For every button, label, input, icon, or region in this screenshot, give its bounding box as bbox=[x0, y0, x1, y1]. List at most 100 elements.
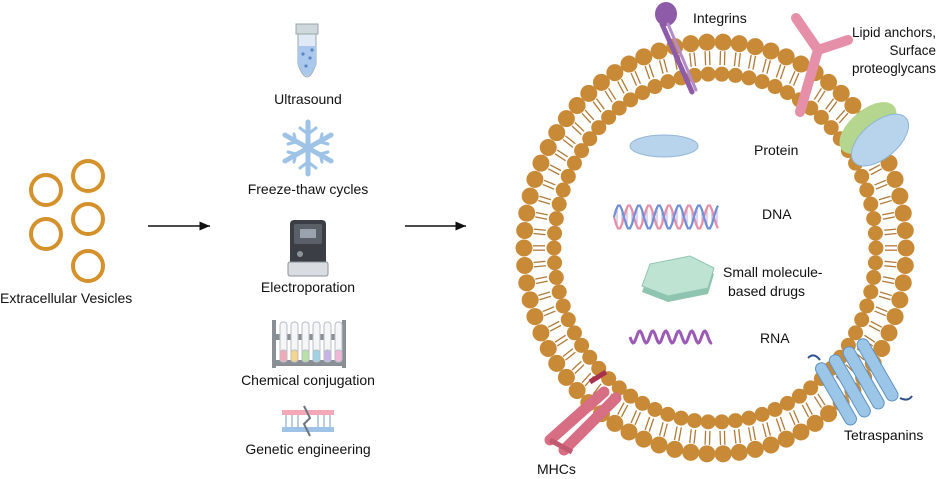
protein-label: Protein bbox=[754, 142, 798, 158]
lipid-head bbox=[532, 154, 550, 172]
lipid-head bbox=[582, 349, 598, 365]
lipid-head bbox=[521, 187, 539, 205]
lipid-head bbox=[894, 274, 912, 292]
lipid-head bbox=[635, 85, 651, 101]
mhc-icon bbox=[544, 369, 622, 456]
lipid-anchors-label-3: proteoglycans bbox=[852, 61, 936, 76]
lipid-head bbox=[754, 74, 770, 90]
lipid-head bbox=[700, 414, 716, 430]
lipid-head bbox=[867, 255, 883, 271]
lipid-head bbox=[779, 395, 795, 411]
lipid-head bbox=[551, 196, 567, 212]
lipid-head bbox=[635, 395, 651, 411]
lipid-head bbox=[557, 368, 575, 386]
lipid-anchors-label-1: Lipid anchors, bbox=[852, 25, 936, 40]
lipid-head bbox=[698, 445, 716, 463]
lipid-head bbox=[762, 436, 780, 454]
lipid-head bbox=[792, 423, 810, 441]
lipid-head bbox=[560, 312, 576, 328]
lipid-head bbox=[897, 239, 915, 257]
lipid-head bbox=[894, 204, 912, 222]
method-label-ultrasound: Ultrasound bbox=[274, 91, 342, 107]
lipid-head bbox=[714, 66, 730, 82]
rna-icon bbox=[628, 329, 713, 345]
lipid-head bbox=[698, 33, 716, 51]
lipid-anchor-icon bbox=[791, 13, 853, 117]
lipid-head bbox=[730, 35, 748, 53]
dna-label: DNA bbox=[762, 206, 792, 222]
lipid-head bbox=[682, 443, 700, 461]
lipid-head bbox=[606, 64, 624, 82]
lipid-head bbox=[741, 70, 757, 86]
lipid-head bbox=[566, 155, 582, 171]
lipid-head bbox=[548, 211, 564, 227]
snowflake-icon bbox=[282, 119, 334, 177]
lipid-head bbox=[754, 406, 770, 422]
vesicle-icon bbox=[29, 173, 63, 207]
lipid-head bbox=[516, 256, 534, 274]
lipid-head bbox=[866, 269, 882, 285]
lipid-head bbox=[886, 170, 904, 188]
lipid-head bbox=[566, 325, 582, 341]
lipid-head bbox=[896, 256, 914, 274]
small-molecule-label-1: Small molecule- bbox=[723, 264, 823, 280]
lipid-head bbox=[548, 354, 566, 372]
lipid-head bbox=[620, 55, 638, 73]
lipid-head bbox=[687, 413, 703, 429]
lipid-head bbox=[623, 92, 639, 108]
lipid-head bbox=[611, 380, 627, 396]
lipid-head bbox=[714, 445, 732, 463]
dna-edit-icon bbox=[282, 405, 334, 437]
lipid-head bbox=[666, 440, 684, 458]
lipid-head bbox=[886, 308, 904, 326]
lipid-head bbox=[854, 168, 870, 184]
lipid-head bbox=[682, 35, 700, 53]
lipid-bilayer bbox=[515, 33, 915, 463]
rna-label: RNA bbox=[760, 330, 790, 346]
tetraspanins-label: Tetraspanins bbox=[844, 427, 923, 443]
lipid-head bbox=[660, 74, 676, 90]
small-molecule-label-2: based drugs bbox=[728, 283, 805, 299]
lipid-head bbox=[516, 222, 534, 240]
lipid-head bbox=[832, 84, 850, 102]
lipid-head bbox=[548, 124, 566, 142]
lipid-head bbox=[727, 67, 743, 83]
lipid-head bbox=[813, 109, 829, 125]
lipid-head bbox=[803, 380, 819, 396]
vesicle-icon bbox=[71, 249, 105, 283]
lipid-head bbox=[551, 284, 567, 300]
lipid-head bbox=[762, 42, 780, 60]
small-molecule-icon bbox=[641, 255, 715, 302]
lipid-head bbox=[867, 225, 883, 241]
lipid-head bbox=[673, 410, 689, 426]
lipid-head bbox=[580, 84, 598, 102]
lipid-head bbox=[823, 120, 839, 136]
lipid-head bbox=[647, 79, 663, 95]
lipid-head bbox=[873, 339, 891, 357]
lipid-head bbox=[650, 436, 668, 454]
lipid-head bbox=[647, 401, 663, 417]
lipid-head bbox=[620, 423, 638, 441]
lipid-head bbox=[660, 406, 676, 422]
lipid-head bbox=[635, 430, 653, 448]
lipid-head bbox=[635, 48, 653, 66]
lipid-head bbox=[779, 85, 795, 101]
lipid-head bbox=[896, 222, 914, 240]
lipid-head bbox=[591, 120, 607, 136]
lipid-head bbox=[568, 382, 586, 400]
lipid-head bbox=[521, 291, 539, 309]
lipid-head bbox=[891, 291, 909, 309]
lipid-head bbox=[714, 33, 732, 51]
lipid-head bbox=[727, 413, 743, 429]
lipid-head bbox=[539, 139, 557, 157]
lipid-head bbox=[746, 440, 764, 458]
lipid-head bbox=[555, 298, 571, 314]
lipid-head bbox=[866, 211, 882, 227]
lipid-head bbox=[546, 240, 562, 256]
lipid-head bbox=[592, 73, 610, 91]
lipid-head bbox=[574, 337, 590, 353]
lipid-head bbox=[792, 55, 810, 73]
lipid-head bbox=[650, 42, 668, 60]
lipid-head bbox=[820, 405, 838, 423]
